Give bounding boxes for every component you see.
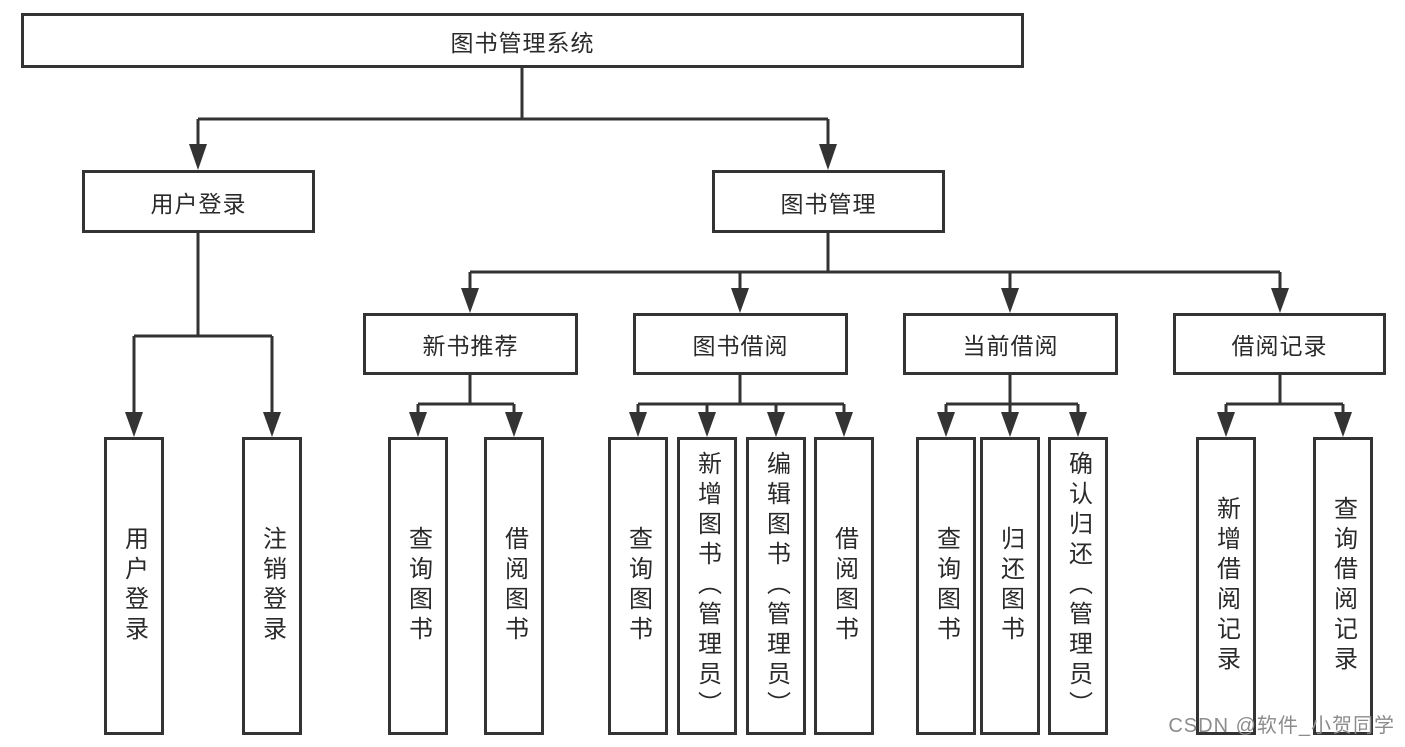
leaf-add-books-admin: 新增图书（管理员） <box>677 437 737 735</box>
leaf-query-books-current: 查询图书 <box>916 437 976 735</box>
node-new-book-recommendation: 新书推荐 <box>363 313 578 375</box>
node-current-borrowing: 当前借阅 <box>903 313 1118 375</box>
connector-book-mgmt-rail <box>468 233 1282 290</box>
connector-book-borrow-rail <box>636 375 846 414</box>
leaf-borrow-books-borrowing: 借阅图书 <box>814 437 874 735</box>
leaf-add-borrow-record: 新增借阅记录 <box>1196 437 1256 735</box>
leaf-return-books: 归还图书 <box>980 437 1040 735</box>
leaf-logout: 注销登录 <box>242 437 302 735</box>
leaf-query-borrow-record: 查询借阅记录 <box>1313 437 1373 735</box>
node-borrowing-records: 借阅记录 <box>1173 313 1386 375</box>
connector-current-borrow-rail <box>944 375 1080 414</box>
arrowheads <box>125 144 1352 437</box>
csdn-watermark: CSDN @软件_小贺同学 <box>1168 715 1395 737</box>
connector-new-book-rec-rail <box>416 375 516 414</box>
leaf-borrow-books-recommend: 借阅图书 <box>484 437 544 735</box>
node-book-borrowing: 图书借阅 <box>633 313 848 375</box>
connector-root-rail <box>196 68 830 146</box>
node-book-management: 图书管理 <box>712 170 945 233</box>
node-user-login: 用户登录 <box>82 170 315 233</box>
leaf-confirm-return-admin: 确认归还（管理员） <box>1048 437 1108 735</box>
connector-borrow-record-rail <box>1224 375 1345 414</box>
node-library-management-system: 图书管理系统 <box>21 13 1024 68</box>
connector-user-login-rail <box>132 233 274 414</box>
leaf-user-login: 用户登录 <box>104 437 164 735</box>
leaf-query-books-borrowing: 查询图书 <box>608 437 668 735</box>
leaf-query-books-recommend: 查询图书 <box>388 437 448 735</box>
leaf-edit-books-admin: 编辑图书（管理员） <box>746 437 806 735</box>
